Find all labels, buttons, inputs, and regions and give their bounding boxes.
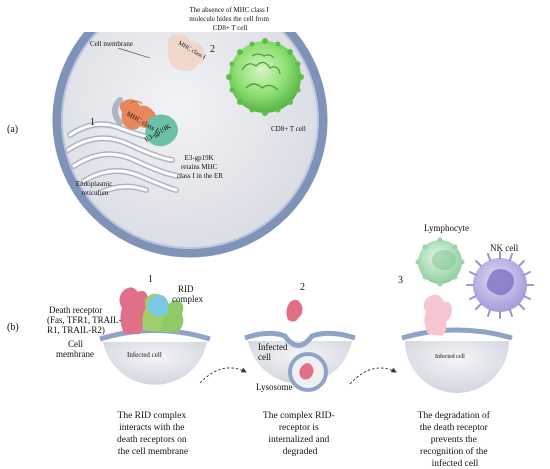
cd8-t-cell-icon <box>226 38 304 116</box>
panel-a: (a) <box>7 0 328 258</box>
step-a2: 2 <box>210 44 215 55</box>
large-cell-membrane <box>52 0 328 258</box>
infected-cell-1-label: Infected cell <box>127 351 162 359</box>
step-b1: 1 <box>148 274 153 285</box>
e3-gp19k-icon <box>145 114 178 147</box>
cell-membrane-label-a: Cell membrane <box>90 40 133 48</box>
arrow-1-to-2 <box>199 367 247 384</box>
caption-step-2: The complex RID- receptor is internalize… <box>263 411 337 457</box>
panel-b: (b) Infected cell 1 RID complex Death re… <box>7 223 534 469</box>
absence-caption: The absence of MHC class I molecule hide… <box>189 6 270 32</box>
lymphocyte-icon <box>415 237 465 287</box>
death-receptor-label: Death receptor (Fas, TFR1, TRAIL- R1, TR… <box>47 305 124 335</box>
infected-cell-3-label: Infected cell <box>435 353 465 360</box>
caption-step-1: The RID complex interacts with the death… <box>117 411 189 457</box>
infected-cell-2-label: Infected cell <box>258 342 290 362</box>
nk-cell-label: NK cell <box>490 243 519 253</box>
infected-cell-3 <box>401 294 513 393</box>
retains-caption: E3-gp19K retains MHC class I in the ER <box>177 154 223 180</box>
lysosome-label: Lysosome <box>256 382 293 392</box>
t-cell-label: CD8+ T cell <box>271 125 306 133</box>
infected-cell-2 <box>244 299 356 392</box>
step-a1: 1 <box>90 117 95 128</box>
step-b2: 2 <box>300 282 305 293</box>
panel-b-label: (b) <box>7 322 19 333</box>
mhc-class-i-outer-icon <box>167 34 206 72</box>
caption-step-3: The degradation of the death receptor pr… <box>418 410 493 469</box>
death-receptor-icon <box>119 287 149 334</box>
panel-a-label: (a) <box>7 124 18 135</box>
mhc-class-i-inner-icon <box>119 99 157 130</box>
nk-cell-icon <box>466 251 534 319</box>
cell-membrane-label-b: Cell membrane <box>56 339 94 359</box>
rid-complex-icon <box>142 293 184 332</box>
er-caption: Endoplasmic reticulum <box>76 180 114 197</box>
rid-complex-label: RID complex <box>172 284 203 304</box>
lymphocyte-label: Lymphocyte <box>424 223 469 233</box>
arrow-2-to-3 <box>349 367 397 385</box>
step-b3: 3 <box>398 275 403 286</box>
